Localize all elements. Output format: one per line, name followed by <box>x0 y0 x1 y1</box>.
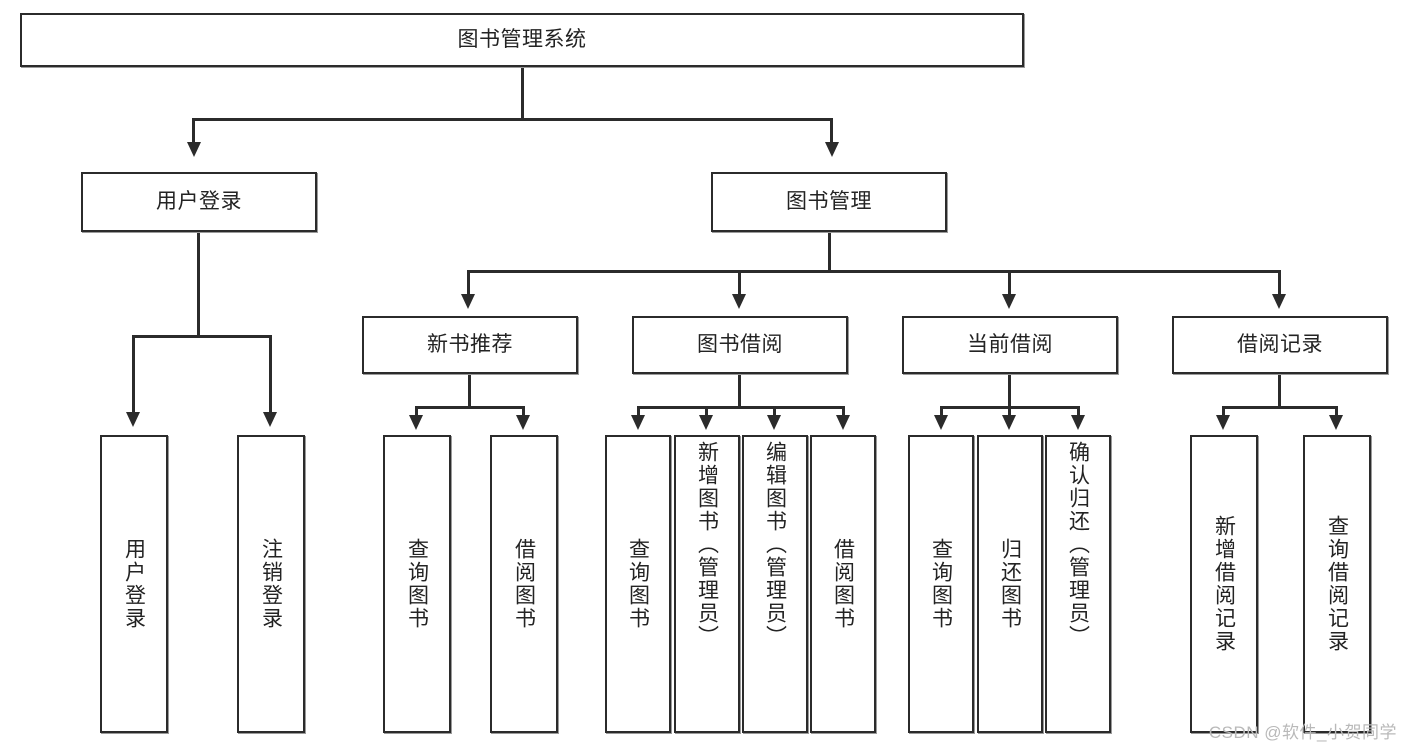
node-new-book-recommend[interactable]: 新书推荐 <box>362 316 578 374</box>
leaf-cb-query-book[interactable]: 查询图书 <box>908 435 974 733</box>
connector-root-to-book-management <box>830 118 833 146</box>
arrowhead-leaf-user-login <box>126 412 140 427</box>
arrowhead-leaf-br-1 <box>1216 415 1230 430</box>
node-label: 借阅图书 <box>512 538 536 630</box>
node-user-login[interactable]: 用户登录 <box>81 172 317 232</box>
node-current-borrow[interactable]: 当前借阅 <box>902 316 1118 374</box>
leaf-nbr-query-book[interactable]: 查询图书 <box>383 435 451 733</box>
connector-user-login-stem <box>197 232 200 337</box>
leaf-bb-add-book-admin[interactable]: 新增图书（管理员） <box>674 435 740 733</box>
arrowhead-to-book-borrow <box>732 294 746 309</box>
connector-user-login-drop-2 <box>269 335 272 415</box>
leaf-br-query-record[interactable]: 查询借阅记录 <box>1303 435 1371 733</box>
connector-br-drop-2 <box>1335 406 1338 418</box>
connector-bb-bus <box>637 406 845 409</box>
arrowhead-leaf-logout <box>263 412 277 427</box>
node-label: 用户登录 <box>122 538 146 630</box>
node-label: 当前借阅 <box>967 332 1053 356</box>
node-label: 编辑图书（管理员） <box>763 441 787 648</box>
node-label: 图书管理系统 <box>457 27 587 51</box>
connector-root-bus <box>192 118 833 121</box>
arrowhead-leaf-bb-3 <box>767 415 781 430</box>
connector-nbr-bus <box>415 406 525 409</box>
arrowhead-leaf-bb-2 <box>699 415 713 430</box>
node-label: 新增借阅记录 <box>1212 515 1236 653</box>
connector-br-bus <box>1222 406 1338 409</box>
node-label: 查询图书 <box>405 538 429 630</box>
connector-bb-stem <box>738 374 741 408</box>
arrowhead-leaf-nbr-2 <box>516 415 530 430</box>
arrowhead-leaf-cb-1 <box>934 415 948 430</box>
node-label: 归还图书 <box>998 538 1022 630</box>
node-label: 注销登录 <box>259 538 283 630</box>
connector-bb-drop-3 <box>773 406 776 418</box>
node-book-borrow[interactable]: 图书借阅 <box>632 316 848 374</box>
connector-br-drop-1 <box>1222 406 1225 418</box>
connector-root-stem <box>521 67 524 120</box>
connector-cb-stem <box>1008 374 1011 408</box>
connector-bm-drop-current-borrow <box>1008 270 1011 298</box>
arrowhead-leaf-br-2 <box>1329 415 1343 430</box>
leaf-user-login[interactable]: 用户登录 <box>100 435 168 733</box>
leaf-br-add-record[interactable]: 新增借阅记录 <box>1190 435 1258 733</box>
connector-bm-drop-borrow-records <box>1278 270 1281 298</box>
connector-cb-drop-2 <box>1008 406 1011 418</box>
arrowhead-leaf-bb-4 <box>836 415 850 430</box>
node-label: 用户登录 <box>156 189 242 213</box>
leaf-nbr-borrow-book[interactable]: 借阅图书 <box>490 435 558 733</box>
connector-bm-drop-new-book <box>467 270 470 298</box>
arrowhead-to-current-borrow <box>1002 294 1016 309</box>
arrowhead-to-borrow-records <box>1272 294 1286 309</box>
arrowhead-leaf-bb-1 <box>631 415 645 430</box>
leaf-logout[interactable]: 注销登录 <box>237 435 305 733</box>
leaf-cb-return-book[interactable]: 归还图书 <box>977 435 1043 733</box>
connector-nbr-stem <box>468 374 471 408</box>
connector-user-login-drop-1 <box>132 335 135 415</box>
node-label: 新书推荐 <box>427 332 513 356</box>
connector-book-management-stem <box>828 232 831 272</box>
arrowhead-to-new-book-recommend <box>461 294 475 309</box>
connector-nbr-drop-2 <box>522 406 525 418</box>
connector-bb-drop-4 <box>842 406 845 418</box>
arrowhead-to-book-management <box>825 142 839 157</box>
node-label: 查询图书 <box>626 538 650 630</box>
arrowhead-to-user-login <box>187 142 201 157</box>
connector-nbr-drop-1 <box>415 406 418 418</box>
connector-bb-drop-2 <box>705 406 708 418</box>
leaf-cb-confirm-return-admin[interactable]: 确认归还（管理员） <box>1045 435 1111 733</box>
arrowhead-leaf-cb-2 <box>1002 415 1016 430</box>
connector-bm-drop-book-borrow <box>738 270 741 298</box>
node-label: 图书管理 <box>786 189 872 213</box>
watermark-csdn: CSDN @软件_小贺同学 <box>1208 723 1397 742</box>
node-root-book-management-system[interactable]: 图书管理系统 <box>20 13 1024 67</box>
connector-user-login-bus <box>132 335 272 338</box>
leaf-bb-query-book[interactable]: 查询图书 <box>605 435 671 733</box>
connector-cb-drop-3 <box>1077 406 1080 418</box>
node-label: 查询图书 <box>929 538 953 630</box>
node-label: 确认归还（管理员） <box>1066 441 1090 648</box>
leaf-bb-borrow-book[interactable]: 借阅图书 <box>810 435 876 733</box>
node-label: 借阅图书 <box>831 538 855 630</box>
node-label: 图书借阅 <box>697 332 783 356</box>
node-book-management[interactable]: 图书管理 <box>711 172 947 232</box>
connector-book-management-bus <box>467 270 1281 273</box>
node-label: 查询借阅记录 <box>1325 515 1349 653</box>
connector-bb-drop-1 <box>637 406 640 418</box>
node-label: 借阅记录 <box>1237 332 1323 356</box>
arrowhead-leaf-nbr-1 <box>409 415 423 430</box>
connector-root-to-user-login <box>192 118 195 146</box>
arrowhead-leaf-cb-3 <box>1071 415 1085 430</box>
connector-br-stem <box>1278 374 1281 408</box>
node-borrow-records[interactable]: 借阅记录 <box>1172 316 1388 374</box>
node-label: 新增图书（管理员） <box>695 441 719 648</box>
connector-cb-drop-1 <box>940 406 943 418</box>
leaf-bb-edit-book-admin[interactable]: 编辑图书（管理员） <box>742 435 808 733</box>
